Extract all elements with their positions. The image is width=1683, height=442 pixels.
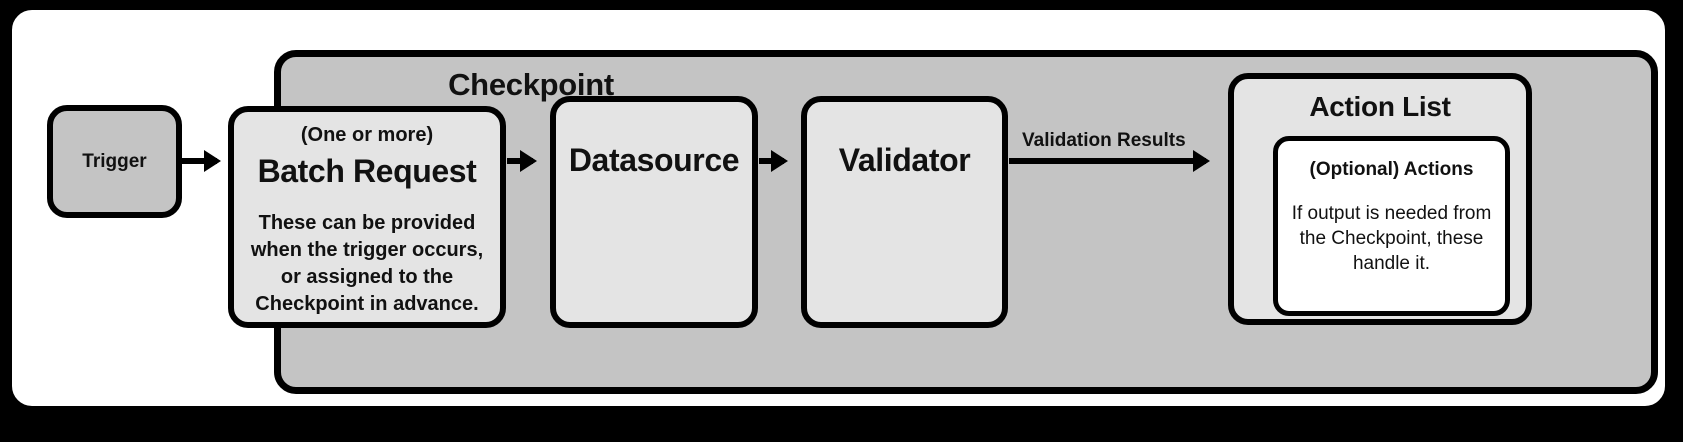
node-action-list-title: Action List	[1309, 91, 1451, 122]
arrow-datasource-to-validator	[759, 158, 784, 164]
node-batch-request-title: Batch Request	[257, 153, 477, 189]
node-trigger[interactable]: Trigger	[47, 105, 182, 218]
node-optional-actions-body: If output is needed from the Checkpoint,…	[1291, 203, 1492, 275]
node-trigger-label: Trigger	[82, 150, 147, 172]
node-optional-actions-title: (Optional) Actions	[1309, 159, 1474, 180]
node-validator-title: Validator	[838, 142, 971, 178]
diagram-card: Trigger Checkpoint (One or more) Batch R…	[6, 4, 1671, 412]
node-batch-request-body: These can be provided when the trigger o…	[250, 212, 484, 315]
arrow-validator-to-action-list	[1009, 158, 1206, 164]
node-batch-request[interactable]: (One or more) Batch Request These can be…	[228, 106, 506, 328]
edge-label-validation-results: Validation Results	[1022, 130, 1186, 151]
node-validator[interactable]: Validator	[801, 96, 1008, 328]
arrow-trigger-to-batch-request	[182, 158, 217, 164]
node-optional-actions[interactable]: (Optional) Actions If output is needed f…	[1273, 136, 1510, 316]
arrow-batch-request-to-datasource	[507, 158, 533, 164]
node-action-list[interactable]: Action List (Optional) Actions If output…	[1228, 73, 1532, 325]
node-batch-request-subtitle: (One or more)	[300, 124, 434, 146]
node-datasource-title: Datasource	[568, 142, 740, 178]
node-datasource[interactable]: Datasource	[550, 96, 758, 328]
